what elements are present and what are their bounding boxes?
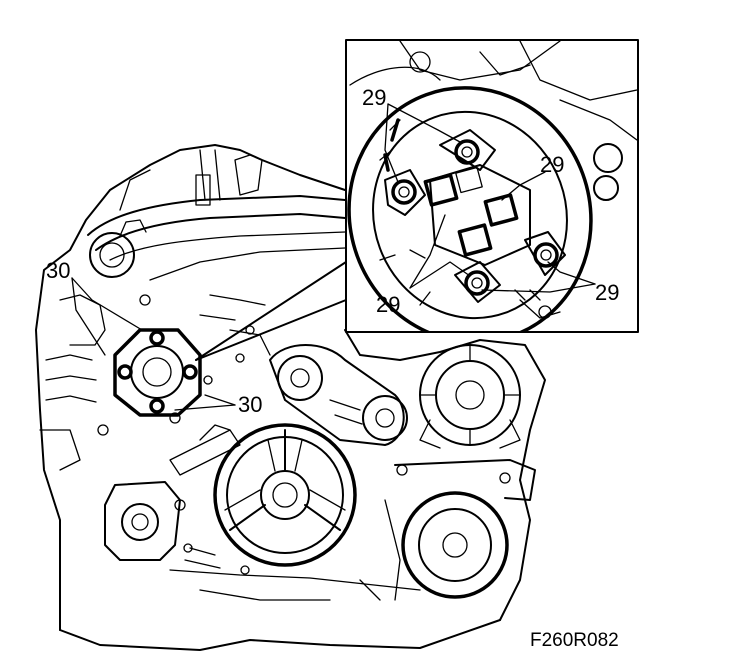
callout-29-inset-bottom-right: 29 bbox=[595, 280, 619, 305]
engine-body bbox=[35, 144, 546, 651]
callout-29-inset-bottom-left: 29 bbox=[376, 292, 400, 317]
inset-pointer bbox=[195, 261, 347, 361]
crankshaft-pulley bbox=[213, 423, 357, 567]
alternator-pulley bbox=[401, 491, 509, 599]
figure-code: F260R082 bbox=[530, 630, 619, 651]
callout-30-bottom: 30 bbox=[238, 392, 262, 417]
inset-leader-lines bbox=[384, 103, 596, 293]
callout-29-inset-top-left: 29 bbox=[362, 85, 386, 110]
callout-labels: 30 30 29 29 29 29 F260R082 bbox=[46, 85, 619, 651]
detail-inset bbox=[345, 39, 639, 333]
callout-29-inset-top-right: 29 bbox=[540, 152, 564, 177]
main-leader-lines bbox=[71, 277, 236, 411]
pump-flange-detail bbox=[347, 86, 593, 331]
bolt-group bbox=[391, 139, 559, 296]
callout-30-left: 30 bbox=[46, 258, 70, 283]
vacuum-pump-flange bbox=[113, 328, 202, 417]
